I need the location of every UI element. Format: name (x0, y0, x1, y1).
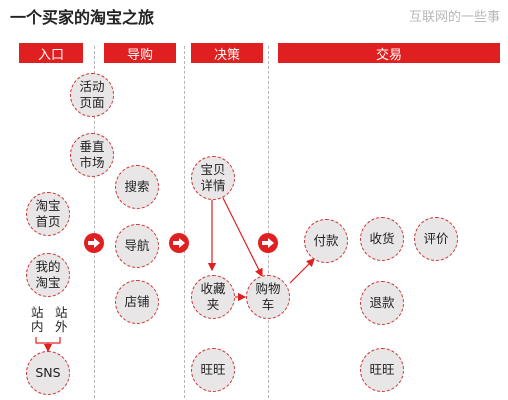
node-pay: 付款 (304, 219, 348, 263)
divider-entry-guide (94, 46, 95, 398)
divider-decide-trade (268, 46, 269, 398)
stage-entry: 入口 (19, 43, 83, 63)
stage-arrow-icon (84, 233, 104, 253)
watermark: 互联网的一些事 (408, 10, 500, 25)
node-refund: 退款 (360, 281, 404, 325)
node-search: 搜索 (115, 165, 159, 209)
stage-trade: 交易 (278, 43, 500, 63)
arrow-cart-to-pay (289, 258, 315, 284)
node-wangwang-trade: 旺旺 (360, 348, 404, 392)
divider-guide-decide (184, 46, 185, 398)
node-activity-page: 活动 页面 (70, 73, 114, 117)
label-off-site: 站 外 (55, 305, 68, 335)
label-on-site: 站 内 (31, 305, 44, 335)
node-favorite: 收藏 夹 (191, 275, 235, 319)
node-receive: 收货 (360, 217, 404, 261)
node-vertical-market: 垂直 市场 (70, 133, 114, 177)
stage-decide: 决策 (191, 43, 263, 63)
stage-arrow-icon (169, 233, 189, 253)
site-bracket (35, 337, 61, 353)
node-cart: 购物 车 (246, 275, 290, 319)
stage-arrow-icon (258, 233, 278, 253)
node-navigation: 导航 (115, 224, 159, 268)
node-sns: SNS (26, 351, 70, 395)
node-my-taobao: 我的 淘宝 (26, 253, 70, 297)
node-item-detail: 宝贝 详情 (191, 156, 235, 200)
node-review: 评价 (414, 217, 458, 261)
stage-guide: 导购 (104, 43, 176, 63)
node-taobao-home: 淘宝 首页 (26, 192, 70, 236)
diagram-title: 一个买家的淘宝之旅 (10, 8, 155, 27)
node-store: 店铺 (115, 280, 159, 324)
arrow-detail-to-cart (221, 195, 263, 278)
node-wangwang-decide: 旺旺 (191, 348, 235, 392)
